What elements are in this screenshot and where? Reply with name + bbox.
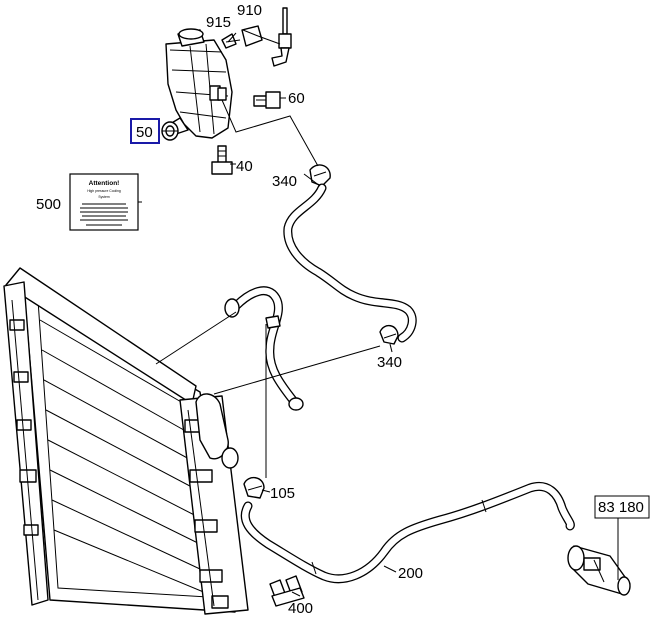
clamp-105[interactable] (243, 477, 265, 499)
radiator[interactable] (3, 267, 249, 615)
coolant-line-200[interactable] (240, 482, 575, 584)
label-box-83180 (594, 495, 650, 519)
radiator-right-tank (179, 393, 249, 615)
label-500[interactable]: 500 (36, 196, 61, 213)
highlight-box-50 (130, 118, 160, 144)
label-910[interactable]: 910 (237, 2, 262, 19)
warning-line3: System (98, 195, 109, 199)
label-340-top[interactable]: 340 (272, 173, 297, 190)
label-340-lower[interactable]: 340 (377, 354, 402, 371)
clip-915[interactable] (221, 33, 241, 49)
label-50[interactable]: 50 (136, 124, 153, 141)
clamp-340-top[interactable] (309, 164, 331, 187)
label-400[interactable]: 400 (288, 600, 313, 617)
warning-label-500[interactable]: Attention! High pressure Cooling System (69, 173, 139, 231)
warning-fine-print (80, 203, 128, 226)
clips-400[interactable] (269, 575, 305, 607)
bolt-60[interactable] (253, 91, 281, 109)
radiator-fins (39, 319, 219, 599)
warning-subtitle: High pressure Cooling (87, 189, 121, 193)
label-200[interactable]: 200 (398, 565, 423, 582)
label-915[interactable]: 915 (206, 14, 231, 31)
bolt-40[interactable] (211, 145, 233, 175)
clamp-340-lower[interactable] (379, 325, 399, 345)
label-60[interactable]: 60 (288, 90, 305, 107)
upper-radiator-hose[interactable] (224, 286, 304, 411)
level-sensor-910[interactable] (241, 7, 292, 67)
label-105[interactable]: 105 (270, 485, 295, 502)
radiator-left-tank (3, 281, 49, 606)
expansion-tank[interactable] (165, 28, 233, 139)
label-40[interactable]: 40 (236, 158, 253, 175)
vent-hose[interactable] (283, 183, 417, 343)
filler-cap[interactable] (177, 28, 205, 47)
pump-83180[interactable] (567, 545, 631, 596)
warning-title: Attention! (89, 180, 120, 187)
leader-lines (138, 29, 619, 597)
label-83180[interactable]: 83 180 (598, 499, 644, 516)
